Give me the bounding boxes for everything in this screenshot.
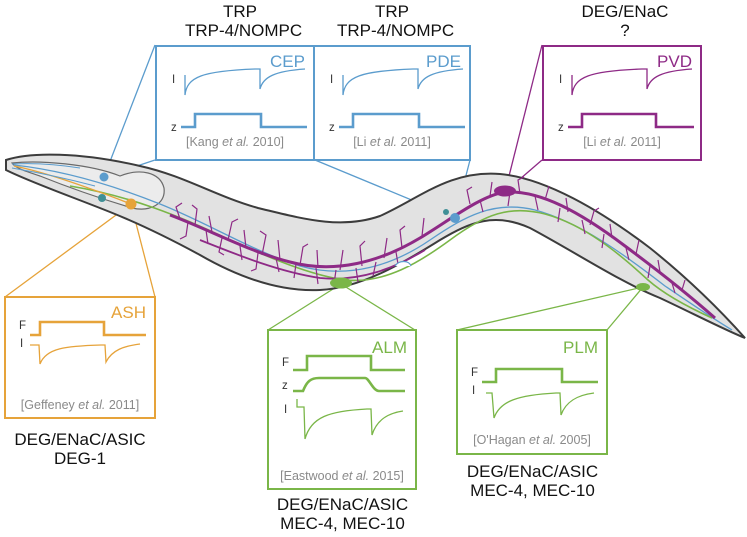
reference-citation: [Li et al. 2011] xyxy=(583,135,661,149)
ash-process xyxy=(13,165,132,205)
pde-cell-body-2 xyxy=(443,209,449,215)
trace-label: z xyxy=(558,122,564,134)
pvd-panel: PVD I z [Li et al. 2011] xyxy=(542,45,702,161)
pvd-dendrites xyxy=(175,176,686,294)
alm-connector xyxy=(340,283,416,331)
pvd-process xyxy=(169,190,716,320)
pvd-connector xyxy=(504,44,543,193)
reference-citation: [Geffeney et al. 2011] xyxy=(20,398,140,412)
plm-panel: PLM F I [O'Hagan et al. 2005] xyxy=(456,329,608,455)
pvd-channel-label: DEG/ENaC? xyxy=(581,2,669,40)
pde-process xyxy=(13,164,733,331)
trace-label: I xyxy=(20,338,24,350)
head-features xyxy=(11,163,96,187)
ash-cell-body xyxy=(125,198,137,210)
panel-title: PDE xyxy=(426,52,461,71)
reference-citation: [Eastwood et al. 2015] xyxy=(280,469,404,483)
pvd-cell-body xyxy=(494,185,516,197)
trace-label: z xyxy=(171,122,177,134)
cep-panel: CEP I z [Kang et al. 2010] xyxy=(155,45,315,161)
plm-connector xyxy=(456,286,644,331)
ash-connector xyxy=(4,203,132,298)
cep-connector xyxy=(103,44,156,178)
panel-title: PLM xyxy=(563,338,598,357)
trace-plot xyxy=(30,320,146,365)
plm-connector xyxy=(606,286,644,331)
panel-title: CEP xyxy=(270,52,305,71)
trace-label: F xyxy=(282,357,290,369)
alm-cell-body xyxy=(330,277,352,289)
trace-label: I xyxy=(330,74,334,86)
trace-label: z xyxy=(282,380,288,392)
trace-label: z xyxy=(329,122,335,134)
worm-body xyxy=(5,153,746,339)
trace-plot xyxy=(568,68,694,129)
trace-plot xyxy=(181,68,307,129)
trace-plot xyxy=(482,367,598,419)
pde-panel: PDE I z [Li et al. 2011] xyxy=(313,45,471,161)
reference-citation: [Kang et al. 2010] xyxy=(185,135,284,149)
trace-label: I xyxy=(559,74,563,86)
trace-label: F xyxy=(19,320,27,332)
connector-lines xyxy=(4,44,644,331)
alm-panel: ALM F z I [Eastwood et al. 2015] xyxy=(267,329,417,490)
trace-plot xyxy=(339,68,465,129)
trace-label: F xyxy=(471,367,479,379)
pharynx xyxy=(11,161,165,210)
trace-plot xyxy=(293,354,405,440)
ash-panel: ASH F I [Geffeney et al. 2011] xyxy=(4,296,156,419)
cep-cell-body xyxy=(99,172,109,182)
pde-cell-body xyxy=(450,213,460,223)
alm-connector xyxy=(267,283,342,331)
reference-citation: [Li et al. 2011] xyxy=(353,135,431,149)
panel-title: ALM xyxy=(372,338,407,357)
trace-label: I xyxy=(472,385,476,397)
trace-label: I xyxy=(172,74,176,86)
panel-title: PVD xyxy=(657,52,692,71)
panel-title: ASH xyxy=(111,303,146,322)
cep-cell-body-2 xyxy=(98,194,106,202)
trace-label: I xyxy=(284,404,288,416)
plm-cell-body xyxy=(636,283,650,291)
reference-citation: [O'Hagan et al. 2005] xyxy=(473,433,591,447)
vulva xyxy=(394,260,412,267)
